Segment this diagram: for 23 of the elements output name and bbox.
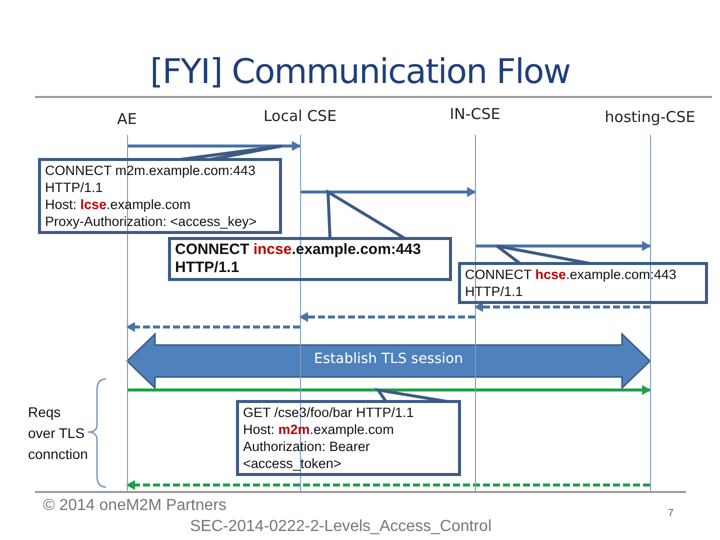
lifeline-header: Local CSE	[262, 107, 338, 125]
message-callout: GET /cse3/foo/bar HTTP/1.1 Host: m2m.example.com Authorization: Bearer <access_token>	[236, 400, 461, 476]
message-callout: CONNECT m2m.example.com:443 HTTP/1.1 Host: lcse.example.com Proxy-Authorization: <access_key>	[38, 158, 282, 234]
arrow	[474, 302, 650, 312]
arrow	[126, 480, 650, 490]
arrow	[299, 312, 475, 322]
lifeline-header: hosting-CSE	[604, 108, 696, 126]
page-number: 7	[668, 508, 674, 519]
arrow	[300, 187, 476, 197]
arrow	[127, 385, 651, 395]
message-callout: CONNECT incse.example.com:443 HTTP/1.1	[168, 237, 452, 281]
lifeline-header: IN-CSE	[448, 105, 502, 123]
document-id: SEC-2014-0222-2-Levels_Access_Control	[190, 518, 492, 536]
copyright-note: © 2014 oneM2M Partners	[43, 497, 226, 515]
message-callout: CONNECT hcse.example.com:443 HTTP/1.1	[458, 262, 708, 304]
lifeline-header: AE	[116, 110, 138, 128]
arrow	[475, 241, 651, 251]
double-block-arrow	[126, 332, 652, 390]
brace-label: Reqs over TLS connction	[28, 403, 88, 464]
edge-label: Establish TLS session	[314, 351, 463, 367]
title: [FYI] Communication Flow	[150, 52, 570, 92]
arrow	[126, 322, 300, 332]
arrow	[127, 141, 301, 151]
